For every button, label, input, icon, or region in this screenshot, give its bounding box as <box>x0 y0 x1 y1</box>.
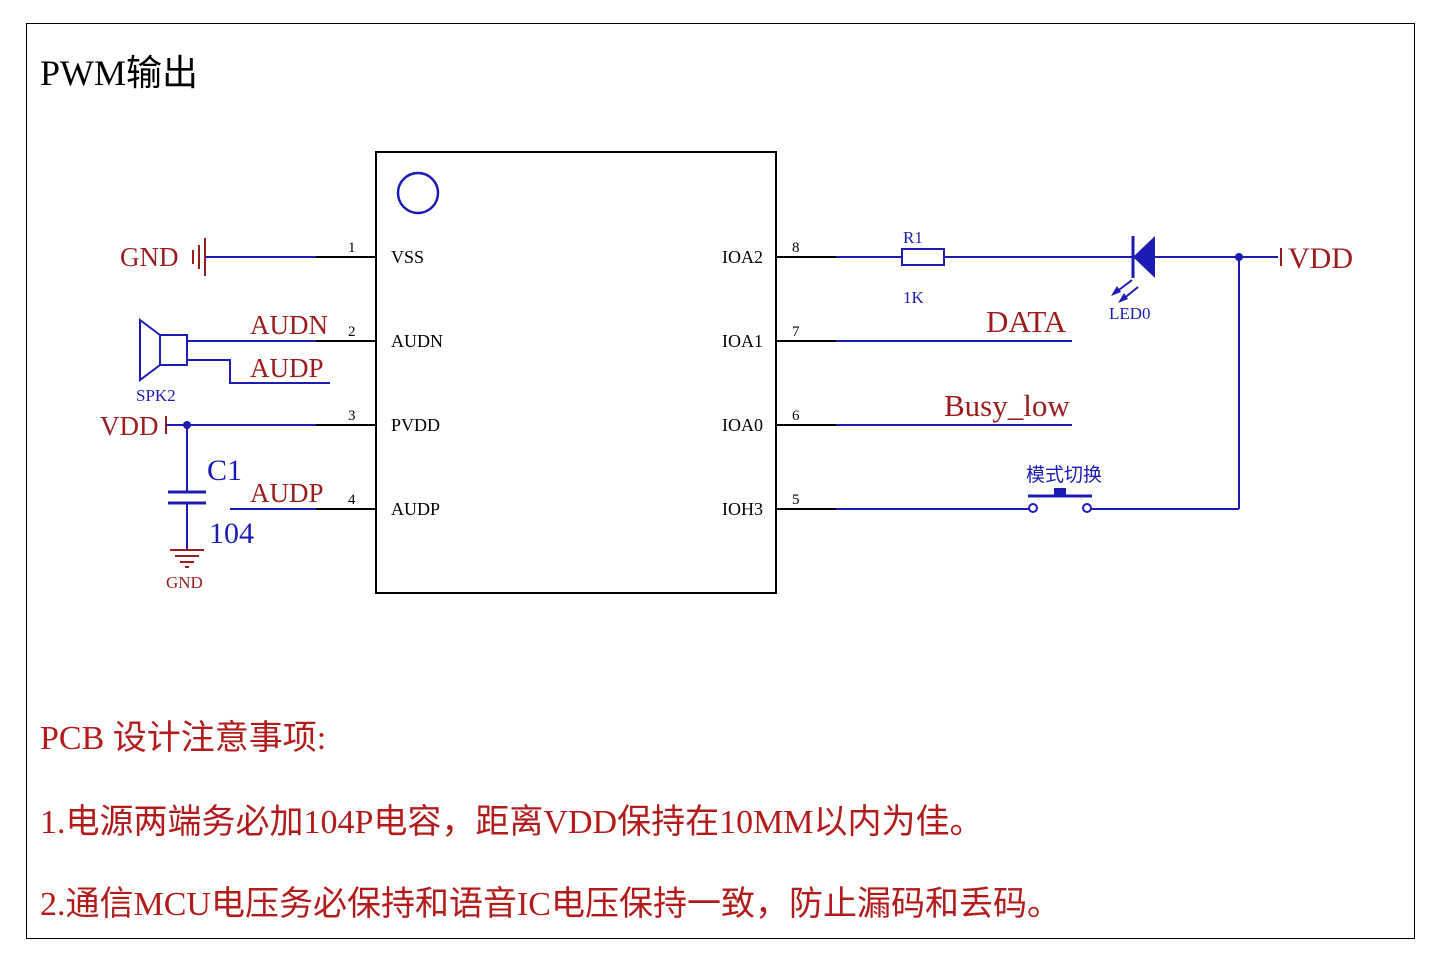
pin-name-audp: AUDP <box>391 499 440 519</box>
pin-name-ioa0: IOA0 <box>722 415 763 435</box>
pin-name-ioa1: IOA1 <box>722 331 763 351</box>
net-label-busy: Busy_low <box>944 388 1070 423</box>
pin-number: 8 <box>792 240 800 256</box>
gnd-symbol-left <box>192 238 316 276</box>
net-label-vdd-right: VDD <box>1288 242 1353 275</box>
pin-name-ioa2: IOA2 <box>722 247 763 267</box>
capacitor-ref: C1 <box>207 454 242 487</box>
switch-icon <box>836 488 1239 513</box>
net-label-audp-speaker: AUDP <box>250 353 324 383</box>
net-label-gnd: GND <box>120 242 179 272</box>
pcb-notes-title: PCB 设计注意事项: <box>40 720 327 757</box>
left-pin-stubs <box>316 256 376 510</box>
net-label-gnd-cap: GND <box>166 573 203 592</box>
switch-label: 模式切换 <box>1026 464 1102 486</box>
ic-body <box>375 151 777 594</box>
pin-number: 7 <box>792 324 800 340</box>
pcb-note-2: 2.通信MCU电压务必保持和语音IC电压保持一致，防止漏码和丢码。 <box>40 886 1061 923</box>
resistor-ref: R1 <box>903 228 923 247</box>
pin-number: 3 <box>348 408 356 424</box>
pin-name-vss: VSS <box>391 247 424 267</box>
pcb-note-1: 1.电源两端务必加104P电容，距离VDD保持在10MM以内为佳。 <box>40 804 984 841</box>
net-label-data: DATA <box>986 304 1067 339</box>
vdd-cap-network <box>165 416 316 568</box>
net-label-audp-pin4: AUDP <box>250 478 324 508</box>
page-frame <box>26 23 1415 939</box>
speaker-ref: SPK2 <box>136 386 176 405</box>
pin-name-ioh3: IOH3 <box>722 499 763 519</box>
net-label-vdd-left: VDD <box>100 411 159 441</box>
speaker-icon <box>139 318 330 384</box>
resistor-value: 1K <box>903 288 925 307</box>
pin-number: 6 <box>792 408 800 424</box>
pin-name-pvdd: PVDD <box>391 415 440 435</box>
led-ref: LED0 <box>1109 304 1151 323</box>
pin1-marker <box>396 171 440 215</box>
pin-number: 5 <box>792 492 800 508</box>
net-label-audn: AUDN <box>250 310 328 340</box>
pin-number: 4 <box>348 492 356 508</box>
pin-name-audn: AUDN <box>391 331 443 351</box>
pin-number: 1 <box>348 240 356 256</box>
diagram-title: PWM输出 <box>40 53 199 93</box>
capacitor-value: 104 <box>209 517 254 550</box>
led-network <box>836 236 1282 509</box>
pin-number: 2 <box>348 324 356 340</box>
right-pin-stubs <box>776 256 836 510</box>
